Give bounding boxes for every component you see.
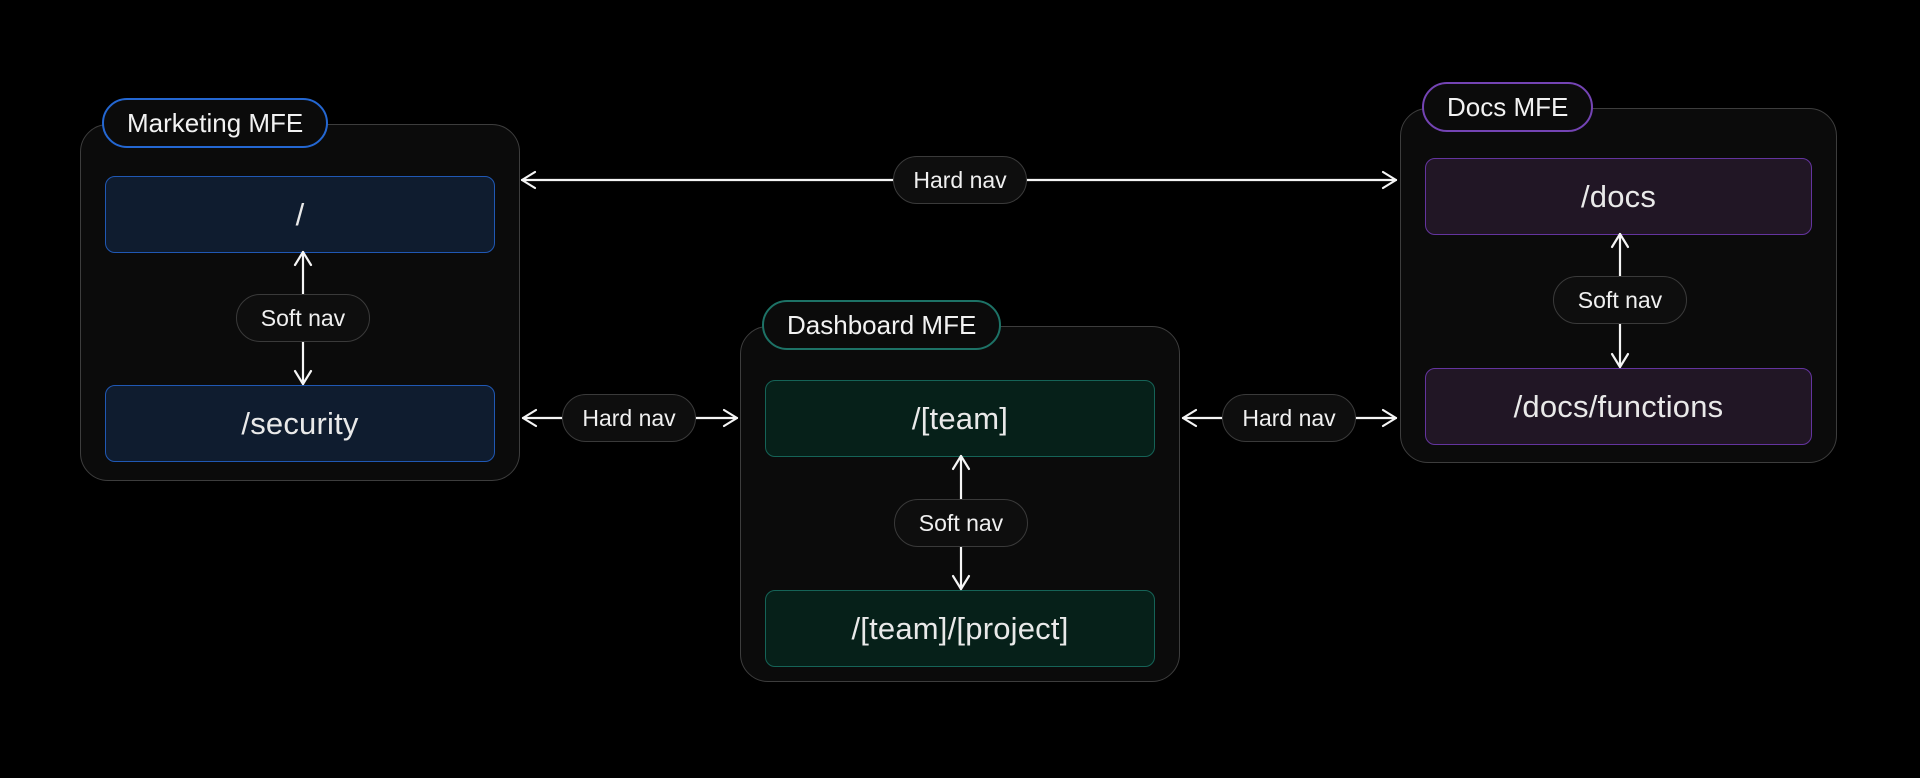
hard-nav-pill-dashboard-docs: Hard nav [1222, 394, 1356, 442]
soft-nav-pill-dashboard: Soft nav [894, 499, 1028, 547]
hard-nav-pill-marketing-docs: Hard nav [893, 156, 1027, 204]
route-node-team: /[team] [765, 380, 1155, 457]
group-marketing-mfe: Marketing MFE / /security [80, 98, 520, 481]
route-node-team-project: /[team]/[project] [765, 590, 1155, 667]
soft-nav-pill-docs: Soft nav [1553, 276, 1687, 324]
group-label-marketing-mfe: Marketing MFE [102, 98, 329, 148]
route-node-docs-functions: /docs/functions [1425, 368, 1812, 445]
hard-nav-pill-marketing-dashboard: Hard nav [562, 394, 696, 442]
route-node-docs: /docs [1425, 158, 1812, 235]
group-label-dashboard-mfe: Dashboard MFE [762, 300, 1002, 350]
route-node-security: /security [105, 385, 495, 462]
group-docs-mfe: Docs MFE /docs /docs/functions [1400, 82, 1837, 463]
soft-nav-pill-marketing: Soft nav [236, 294, 370, 342]
route-node-root: / [105, 176, 495, 253]
group-label-docs-mfe: Docs MFE [1422, 82, 1594, 132]
